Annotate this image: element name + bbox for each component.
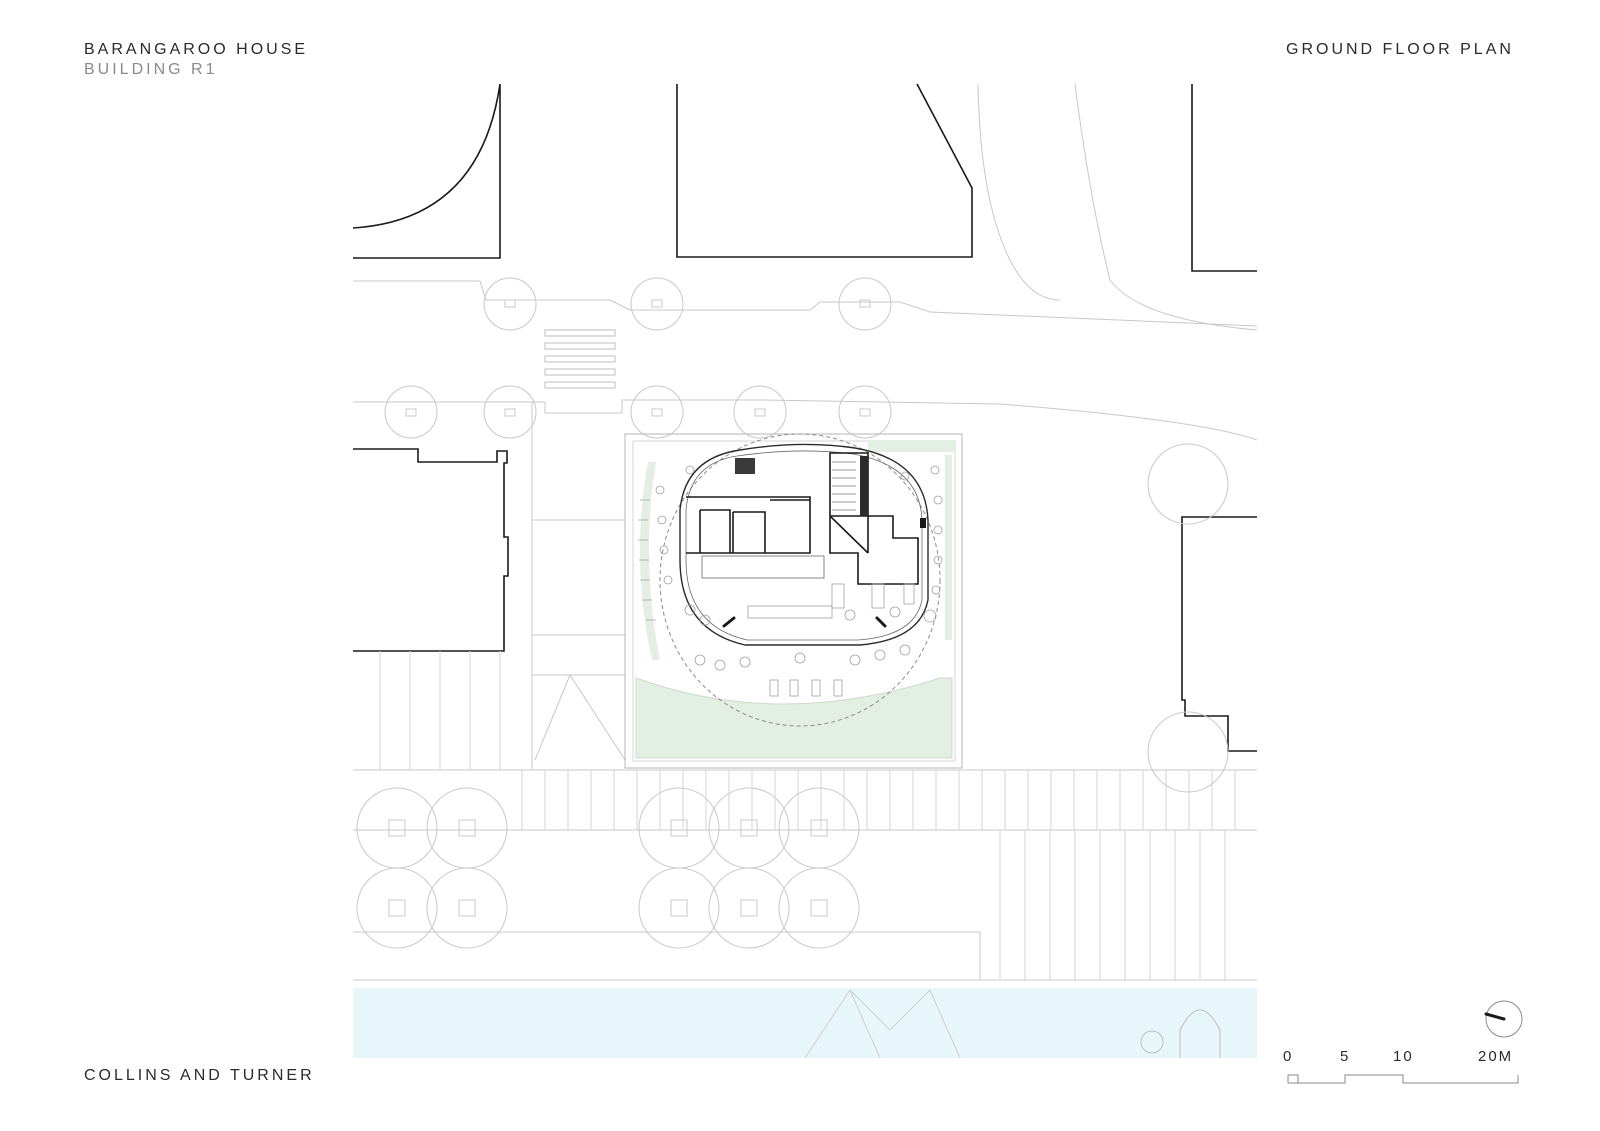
- scale-label-10: 10: [1393, 1048, 1414, 1065]
- scale-label-0: 0: [1283, 1048, 1294, 1065]
- street-trees: [356, 277, 1229, 949]
- harbour-water: [353, 988, 1257, 1058]
- stair: [832, 461, 856, 511]
- project-title: BARANGAROO HOUSE: [84, 41, 309, 58]
- sheet-title: GROUND FLOOR PLAN: [1286, 41, 1514, 58]
- west-seating: [638, 499, 656, 621]
- scale-label-20m: 20M: [1478, 1048, 1514, 1065]
- landscape-planter-west: [639, 462, 660, 660]
- boat-outline: [1140, 1009, 1221, 1058]
- bar-counter: [701, 555, 825, 579]
- landscape-planter-east: [945, 455, 952, 640]
- street-context: [353, 83, 1258, 981]
- pedestrian-crossing: [544, 329, 616, 389]
- building-subtitle: BUILDING R1: [84, 61, 218, 78]
- neighbour-buildings: [352, 83, 1257, 752]
- building-envelope: [679, 443, 929, 646]
- landscape-lawn: [635, 677, 953, 759]
- boardwalk-grid: [379, 651, 1236, 980]
- entrance-markers: [722, 616, 887, 628]
- building-core: [686, 452, 919, 585]
- scale-bar: [1287, 1074, 1519, 1084]
- furniture: [655, 465, 943, 697]
- canopy-outline: [659, 433, 941, 727]
- north-arrow-icon: [1484, 1000, 1523, 1038]
- scale-label-5: 5: [1340, 1048, 1351, 1065]
- pier-lines: [804, 989, 961, 1059]
- architect-credit: COLLINS AND TURNER: [84, 1067, 315, 1084]
